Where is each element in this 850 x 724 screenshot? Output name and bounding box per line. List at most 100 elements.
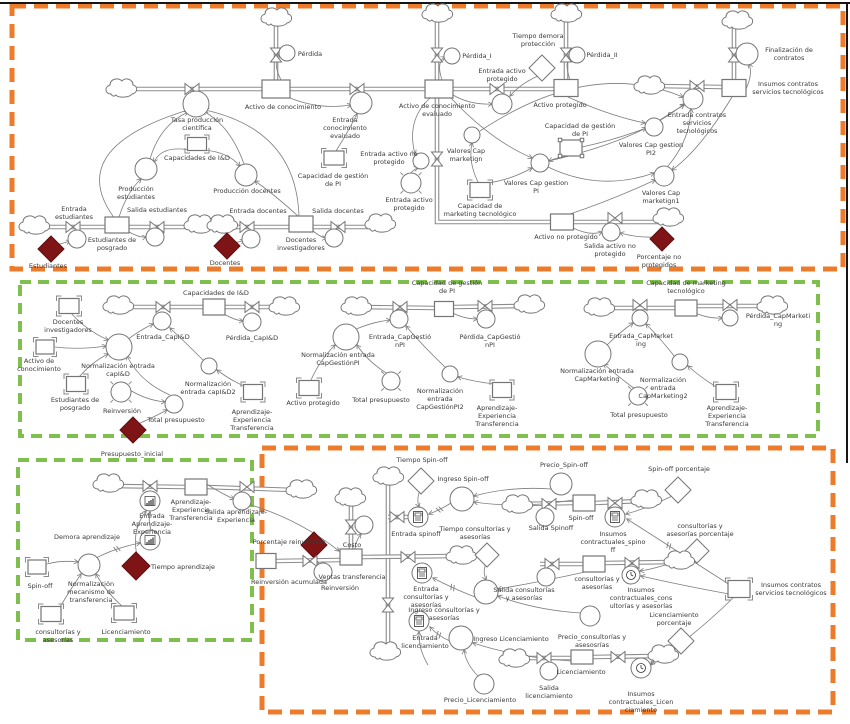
- circle-salida-spinoff[interactable]: [535, 507, 555, 527]
- circle-entrada-contratos-servicios-tecnologicos[interactable]: [682, 88, 704, 110]
- ghost-licenciamiento[interactable]: [111, 603, 137, 623]
- ghost-aprendizaje-experiencia-transferencia[interactable]: [713, 381, 739, 403]
- circle-circle-55[interactable]: [324, 228, 344, 248]
- device-entrada-licenciamiento[interactable]: [408, 610, 430, 632]
- circle-finalizacion-de-contratos[interactable]: [735, 42, 759, 66]
- stock-licenciamiento[interactable]: [570, 649, 594, 665]
- valve-valve-156[interactable]: [544, 557, 560, 571]
- valve-valve-166[interactable]: [610, 650, 626, 664]
- circle-valores-cap-gestion-pi[interactable]: [530, 153, 550, 173]
- gcircle-total-presupuesto[interactable]: [627, 385, 649, 407]
- valve-valve-135[interactable]: [381, 597, 395, 613]
- valve-valve-108[interactable]: [239, 480, 255, 494]
- circle-perdida-ii[interactable]: [568, 46, 586, 64]
- valve-valve-130[interactable]: [389, 510, 405, 524]
- valve-valve-84[interactable]: [477, 299, 493, 313]
- circle-reinversion[interactable]: [313, 562, 333, 582]
- device-insumos-contractuales-spino-ff[interactable]: [604, 506, 626, 528]
- stock-docentes-investigadores[interactable]: [288, 215, 314, 233]
- valve-valve-121[interactable]: [302, 554, 318, 568]
- ghost-docentes-investigadores[interactable]: [56, 295, 82, 317]
- circle-perdida-capmarketi-ng[interactable]: [721, 309, 739, 327]
- ghost-capacidad-de-gestion-de-pi[interactable]: [321, 148, 347, 168]
- valve-valve-150[interactable]: [541, 497, 557, 511]
- chart-entrada-aprendizaje-experiencia[interactable]: [139, 490, 161, 512]
- ghost-insumos-contratos-servicios-tecnologicos[interactable]: [725, 577, 753, 601]
- circle-perdida-capi-d[interactable]: [242, 312, 262, 332]
- circle-entrada-activo-protegido[interactable]: [491, 93, 513, 115]
- stock-aprendizaje-experiencia-transferencia[interactable]: [184, 478, 208, 496]
- clock-insumos-contractuales-cons-ultorias-y-asesorias[interactable]: [621, 565, 641, 585]
- circle-produccion-docentes[interactable]: [234, 163, 258, 187]
- circle-circle-52[interactable]: [67, 229, 87, 249]
- circle-salida-consultorias-y-asesorias[interactable]: [536, 567, 556, 587]
- circle-tasa-produccion-cientifica[interactable]: [182, 90, 210, 118]
- valve-valve-13[interactable]: [489, 82, 505, 96]
- circle-salida-licenciamiento[interactable]: [539, 661, 559, 681]
- wdiamond-tiempo-spin-off[interactable]: [407, 467, 435, 495]
- stock-activo-protegido[interactable]: [553, 78, 579, 98]
- bigcircle-ingreso-consultorias-y-asesorias[interactable]: [473, 579, 499, 605]
- circle-entrada-capgestio-npi[interactable]: [389, 309, 409, 329]
- valve-valve-24[interactable]: [430, 151, 444, 167]
- ghost-spin-off[interactable]: [25, 557, 49, 577]
- bigcircle-ingreso-licenciamiento[interactable]: [448, 625, 474, 651]
- circle-normalizacion-mecanismo-de-transferencia[interactable]: [77, 553, 101, 577]
- circle-perdida[interactable]: [278, 44, 296, 62]
- rdiamond-tiempo-aprendizaje[interactable]: [121, 551, 151, 581]
- valve-valve-21[interactable]: [430, 47, 444, 63]
- rdiamond-porcentaje-no-protegidos[interactable]: [649, 226, 675, 252]
- stock-spin-off[interactable]: [572, 494, 596, 512]
- ghost-capacidad-de-marketing-tecnologico[interactable]: [467, 179, 493, 201]
- valve-valve-81[interactable]: [155, 300, 171, 314]
- circle-precio-spin-off[interactable]: [549, 472, 573, 496]
- valve-valve-22[interactable]: [559, 47, 573, 63]
- valve-valve-153[interactable]: [607, 496, 623, 510]
- circle-total-presupuesto[interactable]: [164, 394, 184, 414]
- circle-normalizacion-entrada-capgestionpi2[interactable]: [441, 365, 459, 383]
- circle-normalizacion-entrada-capmarketing[interactable]: [584, 340, 612, 368]
- circle-normalizacion-entrada-capi-d2[interactable]: [200, 357, 218, 375]
- ghost-aprendizaje-experiencia-transferencia[interactable]: [240, 381, 266, 403]
- device-entrada-spinoff[interactable]: [407, 506, 429, 528]
- rdiamond-presupuesto-inicial[interactable]: [119, 416, 147, 444]
- valve-valve-85[interactable]: [632, 298, 648, 312]
- valve-valve-163[interactable]: [536, 651, 552, 665]
- stock-costo[interactable]: [339, 548, 363, 566]
- circle-valores-cap-gestion-pi2[interactable]: [644, 117, 664, 137]
- circle-normalizacion-entrada-capgestionpi[interactable]: [332, 323, 360, 351]
- valve-valve-105[interactable]: [142, 479, 158, 493]
- circle-valores-cap-marketign1[interactable]: [653, 165, 675, 187]
- circle-precio-licenciamiento[interactable]: [473, 673, 495, 695]
- ghost-consultorias-y-asesorias[interactable]: [38, 603, 64, 625]
- circle-salida-activo-no-protegido[interactable]: [601, 222, 621, 242]
- wdiamond-spin-off-porcentaje[interactable]: [664, 476, 692, 504]
- device-entrada-consultorias-y-asesorias[interactable]: [411, 562, 433, 584]
- chart-chart-111[interactable]: [139, 529, 161, 551]
- clock-insumos-contractuales-licen-ciamiento[interactable]: [630, 657, 652, 679]
- circle-perdida-capgestio-npi[interactable]: [476, 309, 496, 329]
- bigcircle-ingreso-spin-off[interactable]: [449, 486, 475, 512]
- gcircle-entrada-activo-protegido[interactable]: [400, 172, 422, 194]
- stock-capacidades-de-i-d[interactable]: [202, 298, 226, 316]
- circle-circle-53[interactable]: [145, 227, 165, 247]
- stock-capacidad-de-gestion-de-pi[interactable]: [433, 300, 455, 318]
- gcircle-reinversion[interactable]: [110, 381, 132, 403]
- rdiamond-docentes[interactable]: [213, 232, 241, 260]
- valve-valve-83[interactable]: [392, 300, 408, 314]
- circle-salida-aprendizaje-experiencia[interactable]: [232, 491, 252, 511]
- circle-precio-consultorias-y-asesosrias[interactable]: [579, 605, 601, 627]
- circle-perdida-i[interactable]: [443, 47, 461, 65]
- circle-entrada-activo-no-protegido[interactable]: [412, 152, 430, 170]
- stock-consultorias-y-asesorias[interactable]: [582, 555, 606, 573]
- ghost-aprendizaje-experiencia-transferencia[interactable]: [489, 379, 515, 401]
- stock-activo-no-protegido[interactable]: [549, 213, 575, 231]
- ghost-activo-protegido[interactable]: [296, 377, 322, 399]
- stock-capacidad-de-marketing-tecnologico[interactable]: [674, 299, 698, 317]
- ghost-estudiantes-de-posgrado[interactable]: [63, 373, 89, 395]
- circle-circle-126[interactable]: [354, 515, 374, 535]
- stock-insumos-contratos-servicios-tecnologicos[interactable]: [721, 78, 747, 98]
- valve-valve-159[interactable]: [624, 556, 640, 570]
- stock-activo-de-conocimiento-evaluado[interactable]: [424, 79, 454, 99]
- stock-activo-de-conocimiento[interactable]: [261, 79, 291, 99]
